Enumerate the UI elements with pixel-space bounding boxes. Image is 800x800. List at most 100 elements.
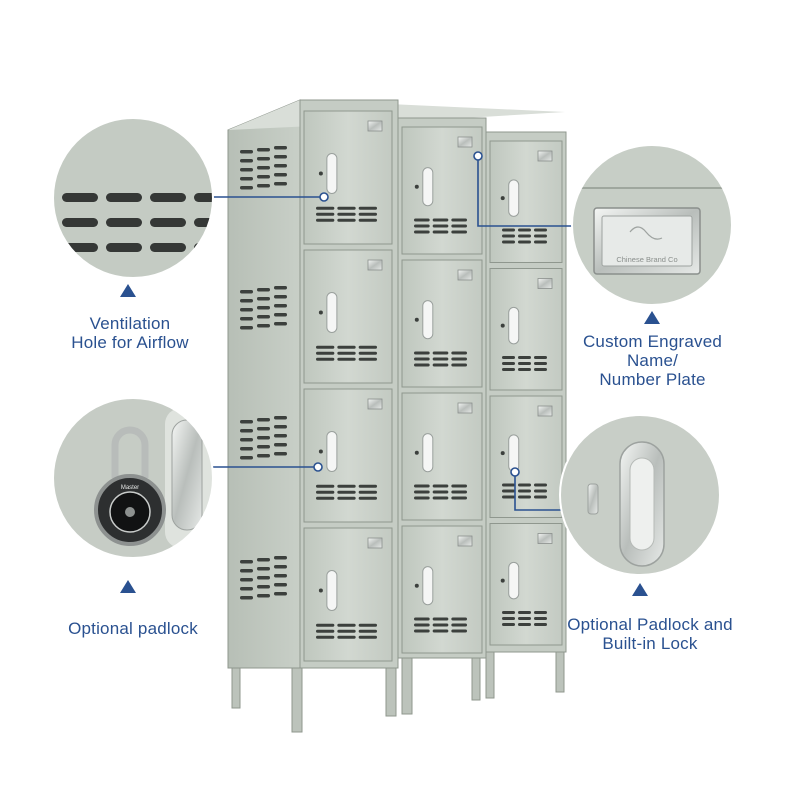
callout-padlock-zoom: Master <box>52 397 214 559</box>
locker-door[interactable] <box>401 392 483 521</box>
vent-slot-icon <box>358 345 377 349</box>
vent-slot-icon <box>316 351 335 355</box>
vent-slot-icon <box>502 616 515 620</box>
vent-slot-icon <box>240 159 253 163</box>
vent-slot-icon <box>274 164 287 168</box>
locker-door[interactable] <box>401 126 483 255</box>
vent-slot-icon <box>534 483 547 487</box>
vent-slot-icon <box>502 228 515 232</box>
vent-slot-icon <box>337 484 356 488</box>
keyhole-icon <box>318 449 323 454</box>
nameplate-engraving: Chinese Brand Co <box>616 255 677 264</box>
door-handle[interactable] <box>508 561 520 600</box>
door-handle[interactable] <box>508 434 520 472</box>
locker-door[interactable] <box>489 395 563 518</box>
vent-slot-icon <box>274 565 287 569</box>
vent-slot-icon <box>316 629 335 633</box>
label-builtin-lock-line1: Optional Padlock and <box>567 615 733 634</box>
door-handle[interactable] <box>326 570 338 611</box>
vent-slot-icon <box>432 230 449 234</box>
vent-slot-icon <box>451 218 467 222</box>
vent-slot-icon <box>518 610 531 614</box>
vent-slot-icon <box>274 322 287 326</box>
door-handle[interactable] <box>422 300 434 340</box>
vent-slot-icon <box>316 623 335 627</box>
door-handle[interactable] <box>422 167 434 207</box>
locker-door[interactable] <box>303 527 393 662</box>
vent-slot-icon <box>240 578 253 582</box>
label-ventilation: Ventilation Hole for Airflow <box>40 314 220 352</box>
vent-slot-icon <box>534 489 547 493</box>
locker-door[interactable] <box>489 140 563 263</box>
door-handle[interactable] <box>422 566 434 606</box>
door-handle[interactable] <box>326 292 338 333</box>
locker-door[interactable] <box>401 259 483 388</box>
vent-slot-icon <box>240 429 253 433</box>
door-handle[interactable] <box>326 431 338 472</box>
keyhole-icon <box>500 451 505 456</box>
vent-slot-icon <box>502 495 515 499</box>
vent-slot-icon <box>257 315 270 319</box>
vent-slot-icon <box>257 576 270 580</box>
keyhole-icon <box>414 450 419 455</box>
vent-slot-icon <box>274 173 287 177</box>
locker-door[interactable] <box>303 388 393 523</box>
vent-slot-icon <box>358 623 377 627</box>
vent-slot-icon <box>257 175 270 179</box>
vent-slot-icon <box>274 286 287 290</box>
vent-slot-icon <box>240 308 253 312</box>
vent-slot-icon <box>337 351 356 355</box>
nameplate-icon <box>537 405 553 417</box>
vent-slot-icon <box>240 177 253 181</box>
locker-door[interactable] <box>401 525 483 654</box>
vent-slot-icon <box>414 363 430 367</box>
vent-slot-icon <box>432 357 449 361</box>
vent-slot-icon <box>316 206 335 210</box>
vent-slot-icon <box>337 629 356 633</box>
callout-nameplate-zoom: Chinese Brand Co <box>571 144 733 306</box>
vent-slot-icon <box>451 496 467 500</box>
vent-slot-icon <box>534 355 547 359</box>
vent-slot-icon <box>414 629 430 633</box>
vent-slot-icon <box>518 622 531 626</box>
vent-slot-icon <box>534 495 547 499</box>
vent-slot-icon <box>534 610 547 614</box>
vent-slot-icon <box>414 496 430 500</box>
door-handle[interactable] <box>326 153 338 194</box>
locker-door[interactable] <box>489 268 563 391</box>
vent-slot-icon <box>414 224 430 228</box>
nameplate-icon <box>457 402 473 414</box>
vent-slot-icon <box>502 489 515 493</box>
vent-slot-icon <box>337 635 356 639</box>
door-handle[interactable] <box>508 179 520 217</box>
vent-slot-icon <box>414 357 430 361</box>
locker-cabinet <box>227 99 567 733</box>
vent-slot-icon <box>451 490 467 494</box>
vent-slot-icon <box>518 234 531 238</box>
nameplate-icon <box>457 269 473 281</box>
vent-slot-icon <box>432 623 449 627</box>
vent-slot-icon <box>518 489 531 493</box>
vent-slot-icon <box>257 157 270 161</box>
locker-door[interactable] <box>303 110 393 245</box>
vent-slot-icon <box>358 629 377 633</box>
vent-slot-icon <box>534 622 547 626</box>
door-handle[interactable] <box>422 433 434 473</box>
door-handle[interactable] <box>508 306 520 345</box>
vent-slot-icon <box>451 363 467 367</box>
vent-slot-icon <box>240 150 253 154</box>
locker-door[interactable] <box>303 249 393 384</box>
vent-slot-icon <box>518 483 531 487</box>
nameplate-icon <box>367 120 383 132</box>
vent-slot-icon <box>337 218 356 222</box>
label-ventilation-line1: Ventilation <box>89 314 171 333</box>
vent-slot-icon <box>518 240 531 244</box>
vent-slot-icon <box>316 635 335 639</box>
vent-slot-icon <box>274 425 287 429</box>
triangle-up-icon <box>120 580 136 593</box>
vent-slot-icon <box>240 326 253 330</box>
locker-door[interactable] <box>489 523 563 646</box>
vent-slot-icon <box>274 443 287 447</box>
vent-slot-icon <box>534 367 547 371</box>
